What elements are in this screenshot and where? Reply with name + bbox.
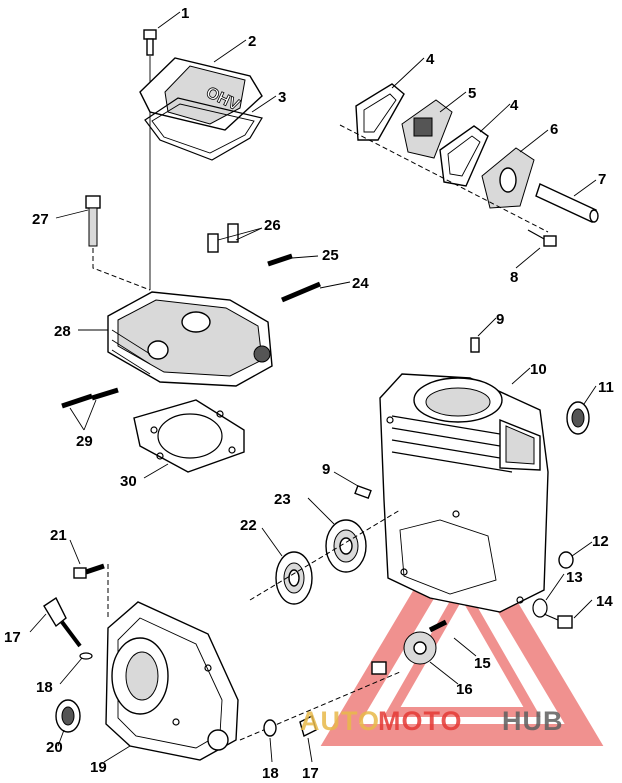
callout-14: 14 [596,593,613,610]
callout-23: 23 [274,491,291,508]
callout-5: 5 [468,85,476,102]
watermark-moto: MOTO [378,706,463,736]
callout-6: 6 [550,121,558,138]
callout-21: 21 [50,527,67,544]
leader-lines [29,11,597,763]
callout-9-lower: 9 [322,461,330,478]
part-1-bolt [143,29,157,290]
callout-4-lower: 4 [510,97,519,114]
part-29-studs [61,387,119,409]
part-12-plug [558,551,574,569]
part-10-crankcase [379,373,549,613]
part-23-bearing [325,519,367,573]
part-20-oil-seal [55,699,81,733]
callout-12: 12 [592,533,609,550]
callout-30: 30 [120,473,137,490]
callout-18-bottom: 18 [262,765,279,782]
part-19-crankcase-cover [105,601,239,761]
part-3-cover-gasket [144,97,263,161]
callout-2: 2 [248,33,256,50]
part-9-dowel-lower [354,484,372,500]
part-21-bolt [73,563,105,579]
callout-11: 11 [598,379,614,396]
callout-29: 29 [76,433,93,450]
callout-3: 3 [278,89,286,106]
callout-9-upper: 9 [496,311,504,328]
part-6-intake-cover [481,147,535,209]
part-24-stud [281,281,321,303]
part-26-dowel-pins [207,223,239,253]
watermark-hub: HUB [502,706,564,736]
callout-labels: 1 2 3 4 5 4 6 7 8 9 10 11 9 12 13 14 15 … [4,5,614,782]
callout-24: 24 [352,275,369,292]
callout-13: 13 [566,569,583,586]
callout-4-upper: 4 [426,51,435,68]
part-17-drain-plug [299,714,317,738]
part-11-oil-seal [566,401,590,435]
part-5-intake-spacer [401,99,453,159]
part-27-head-bolt [85,195,151,291]
part-25-stud [267,253,293,267]
callout-20: 20 [46,739,63,756]
watermark-text: AUTO MOTO HUB [300,706,564,736]
part-4-intake-gasket-b [439,125,489,187]
part-15-shaft [428,619,448,633]
callout-26: 26 [264,217,281,234]
callout-10: 10 [530,361,547,378]
part-22-bearing [275,551,313,605]
part-4-intake-gasket-a [355,83,405,141]
callout-1: 1 [181,5,189,22]
callout-15: 15 [474,655,491,672]
callout-28: 28 [54,323,71,340]
callout-7: 7 [598,171,606,188]
part-9-dowel-upper [470,337,480,353]
part-13-washer [532,598,548,618]
callout-25: 25 [322,247,339,264]
part-7-pin [535,183,599,223]
callout-16: 16 [456,681,473,698]
callout-27: 27 [32,211,49,228]
part-14-bolt [543,613,573,629]
callout-17-bottom: 17 [302,765,319,782]
callout-22: 22 [240,517,257,534]
part-18-o-ring-upper [79,652,93,660]
part-18-o-ring-lower [263,719,277,737]
callout-8: 8 [510,269,518,286]
part-8-bolt [527,229,557,247]
callout-19: 19 [90,759,107,776]
callout-18-left: 18 [36,679,53,696]
part-17-dipstick [43,596,82,648]
callout-17-left: 17 [4,629,21,646]
part-28-cylinder-head [107,291,273,387]
part-30-head-gasket [133,399,245,473]
watermark-auto: AUTO [300,706,380,736]
part-2-valve-cover: OHV [139,57,263,131]
part-16-governor-gear [403,631,437,665]
part-16-bolt [371,661,387,675]
